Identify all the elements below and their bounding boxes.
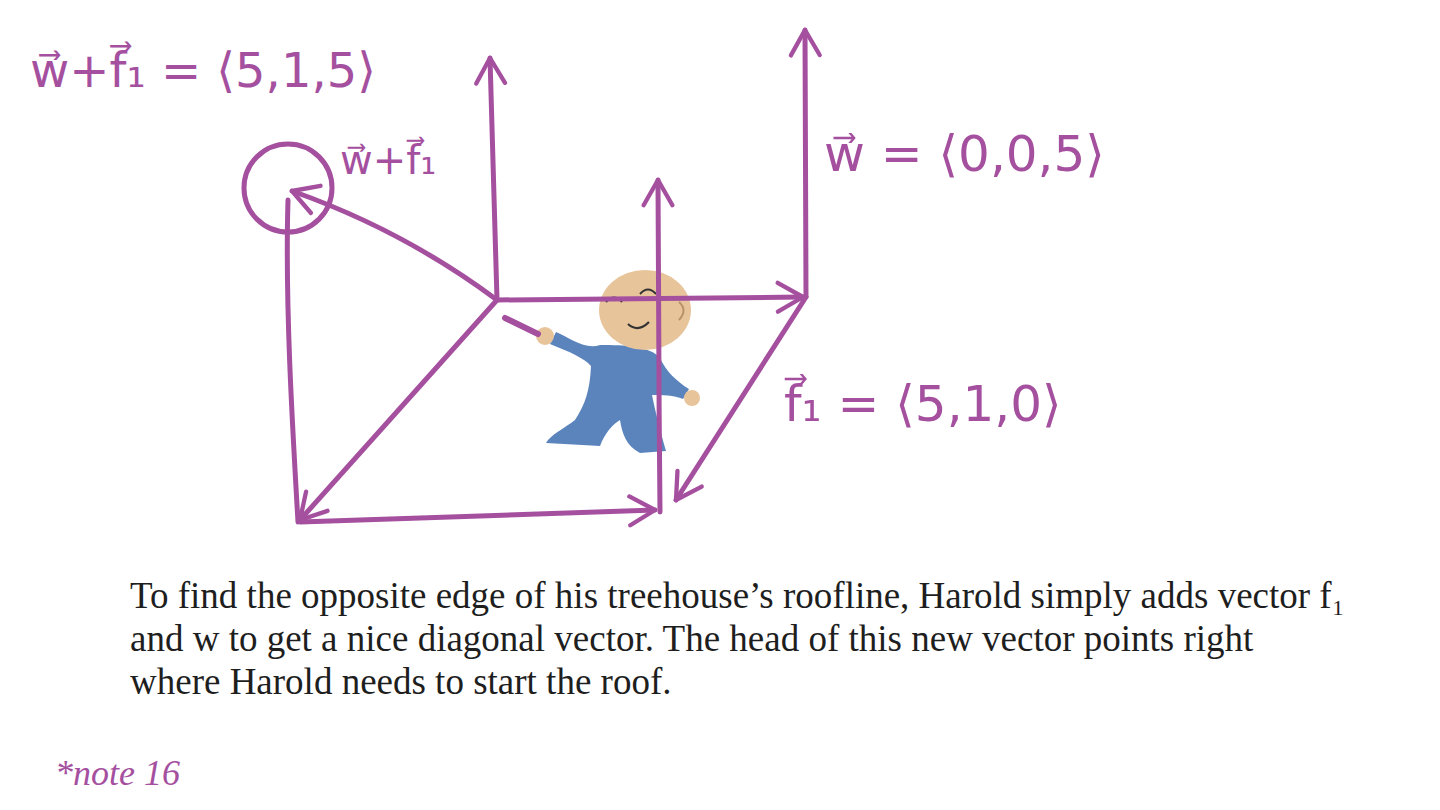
mouth [628,322,649,328]
w-equation: w⃗ = ⟨0,0,5⟩ [824,124,1105,184]
target-circle [244,144,332,232]
head [599,270,691,350]
vertical-vector [658,180,660,512]
crayon [505,318,538,334]
sum-equation: w⃗+f⃗₁ = ⟨5,1,5⟩ [30,42,376,100]
f1-equation: f⃗₁ = ⟨5,1,0⟩ [784,374,1062,434]
hand [684,390,700,406]
caption: To find the opposite edge of his treehou… [130,574,1350,703]
eye [640,290,656,295]
vector-lines [244,30,806,522]
edge-vector [497,297,803,300]
diagonal-vector [292,191,497,300]
sum-label: w⃗+f⃗₁ [340,136,436,184]
vertical-vector [490,58,497,300]
w-vector [805,30,806,297]
ear [679,302,684,320]
note-reference: *note 16 [55,752,180,795]
edge-vector [300,300,497,520]
pajama-body [546,332,689,453]
edge-vector [300,510,655,522]
roof-edge-line [287,200,298,522]
